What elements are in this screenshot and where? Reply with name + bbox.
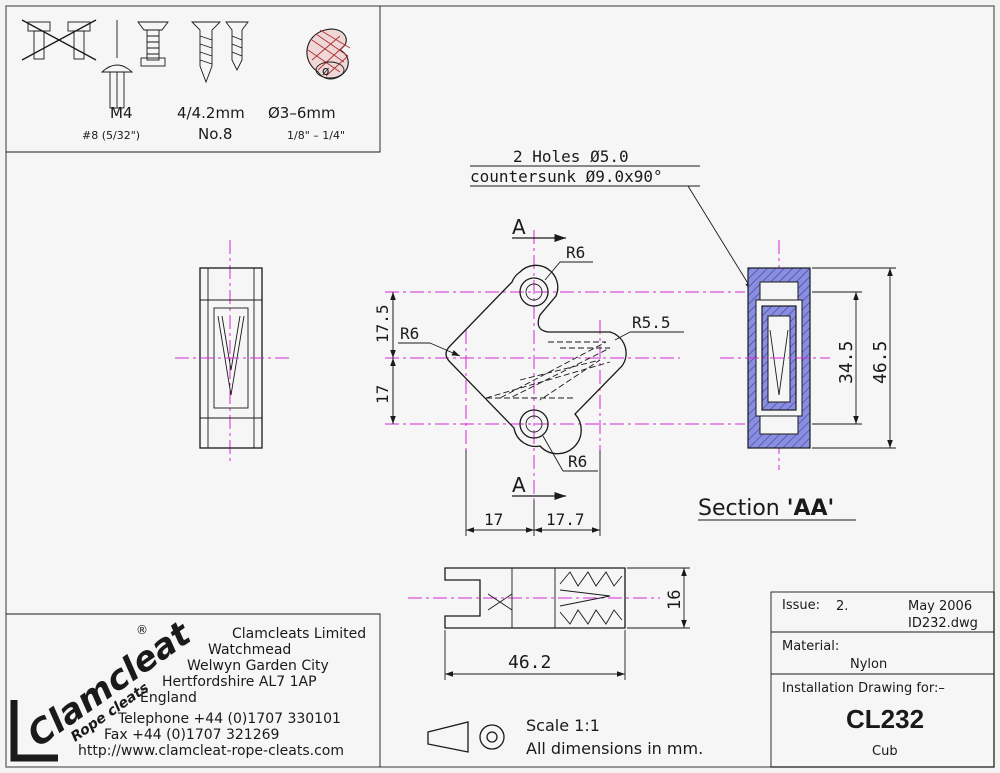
end-elevation-view: 16 46.2	[408, 567, 690, 680]
pop-rivet-icon	[100, 20, 134, 109]
sheet-border	[5, 5, 995, 768]
holes-note-line1: 2 Holes Ø5.0	[513, 147, 629, 166]
dim-r6-bottom: R6	[568, 452, 587, 471]
title-block: Issue: 2. May 2006 ID232.dwg Material: N…	[770, 591, 995, 768]
holes-note: 2 Holes Ø5.0 countersunk Ø9.0x90°	[470, 147, 753, 291]
material-label: Material:	[782, 639, 839, 654]
dim-r6-left: R6	[400, 324, 419, 343]
plan-view: R6 R6 R5.5 R6 A A 17.5 17 17 17.7	[373, 215, 745, 536]
dim-17-bottom: 17	[484, 510, 503, 529]
dim-34-5: 34.5	[836, 341, 857, 384]
part-number: CL232	[846, 704, 924, 734]
company-addr4: England	[140, 690, 197, 706]
company-addr2: Welwyn Garden City	[187, 658, 329, 674]
crossed-screws-icon	[21, 19, 97, 61]
section-label: Section 'AA'	[698, 496, 834, 521]
side-view	[175, 240, 290, 465]
rope-inch-label: 1/8" – 1/4"	[287, 129, 345, 142]
rope-dia-label: Ø3–6mm	[268, 104, 336, 122]
file-name: ID232.dwg	[908, 616, 978, 631]
company-website[interactable]: http://www.clamcleat-rope-cleats.com	[78, 743, 344, 759]
issue-label: Issue:	[782, 598, 820, 613]
drawing-for-label: Installation Drawing for:–	[782, 681, 945, 696]
material-value: Nylon	[850, 657, 887, 672]
screw-no-label: No.8	[198, 125, 232, 143]
dimensions-unit-text: All dimensions in mm.	[526, 739, 703, 758]
section-mark-top: A	[512, 215, 526, 239]
company-addr1: Watchmead	[208, 642, 291, 658]
dim-16: 16	[665, 590, 685, 610]
projection-symbol-icon	[427, 721, 469, 753]
dim-17-5: 17.5	[373, 304, 392, 343]
dim-46-5: 46.5	[870, 341, 891, 384]
company-telephone: Telephone +44 (0)1707 330101	[117, 711, 341, 727]
dim-17-7: 17.7	[546, 510, 585, 529]
dim-r6-top: R6	[566, 243, 585, 262]
screw-m4-label: M4	[110, 104, 133, 122]
holes-note-line2: countersunk Ø9.0x90°	[470, 167, 663, 186]
screw-size-label: 4/4.2mm	[177, 104, 245, 122]
dim-46-2: 46.2	[508, 652, 551, 673]
company-name: Clamcleats Limited	[232, 626, 366, 642]
section-aa-view: 34.5 46.5 Section 'AA'	[698, 240, 896, 521]
company-addr3: Hertfordshire AL7 1AP	[162, 674, 317, 690]
logo-registered-mark: ®	[136, 623, 148, 637]
company-fax: Fax +44 (0)1707 321269	[104, 727, 279, 743]
issue-date: May 2006	[908, 599, 972, 614]
dim-17: 17	[373, 385, 392, 404]
rivet-size-label: #8 (5/32")	[82, 129, 140, 142]
rope-icon: ø	[306, 28, 351, 80]
wood-screw-icon	[190, 21, 249, 84]
issue-value: 2.	[836, 599, 848, 614]
rope-dia-symbol: ø	[322, 64, 329, 78]
dim-r5-5: R5.5	[632, 313, 671, 332]
section-mark-bottom: A	[512, 473, 526, 497]
scale-text: Scale 1:1	[526, 716, 600, 735]
fixings-box: ø M4 4/4.2mm Ø3–6mm #8 (5/32") No.8 1/8"…	[6, 6, 381, 153]
machine-screw-icon	[137, 21, 169, 67]
scale-block: Scale 1:1 All dimensions in mm.	[427, 716, 703, 758]
part-name: Cub	[872, 744, 898, 759]
